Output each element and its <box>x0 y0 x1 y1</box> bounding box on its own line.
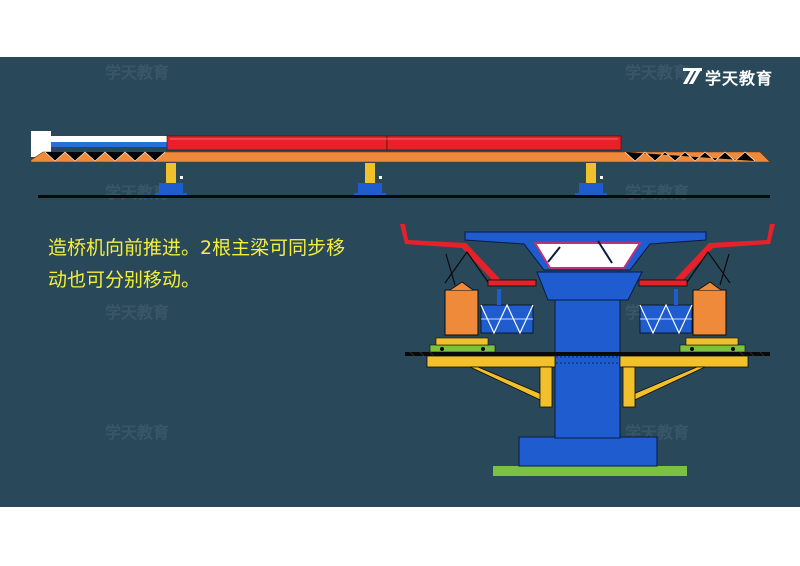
svg-text:学天教育: 学天教育 <box>625 63 689 82</box>
bottom-truss-left <box>480 303 534 335</box>
rail-line <box>405 352 770 356</box>
bracket-leg-left <box>469 366 552 406</box>
trolley-right <box>679 337 746 353</box>
launching-nose <box>51 136 168 142</box>
caption-line-1: 造桥机向前推进。2根主梁可同步移 <box>48 237 346 259</box>
side-view <box>30 131 771 198</box>
svg-text:学天教育: 学天教育 <box>105 423 169 442</box>
caption-line-2: 动也可分别移动。 <box>48 269 201 291</box>
watermark-text: 学天教育 <box>105 63 169 82</box>
pier-footing <box>518 436 658 467</box>
truss-girder <box>30 151 771 163</box>
svg-text:学天教育: 学天教育 <box>625 183 689 202</box>
deck-line <box>38 195 770 198</box>
main-beam-left <box>166 135 388 151</box>
pier-head <box>536 271 643 301</box>
caption: 造桥机向前推进。2根主梁可同步移 动也可分别移动。 <box>48 232 403 296</box>
trolley-left <box>429 337 496 353</box>
bracket-leg-right <box>623 366 706 406</box>
box-girder-cell <box>533 242 642 269</box>
bracket-beam-left <box>426 355 556 368</box>
bottom-truss-right <box>639 303 693 335</box>
nose-cap <box>31 131 51 157</box>
logo-icon <box>683 68 702 84</box>
svg-text:学天教育: 学天教育 <box>105 303 169 322</box>
logo-text: 学天教育 <box>705 69 774 88</box>
support-3 <box>575 163 607 197</box>
beam-section-left <box>487 279 537 287</box>
girder-box-right <box>692 289 727 336</box>
girder-box-left <box>444 289 479 336</box>
brand-logo: 学天教育 <box>705 66 773 88</box>
support-2 <box>354 163 386 197</box>
outer-form-left <box>400 224 500 283</box>
ground <box>493 466 687 476</box>
main-beam-right <box>386 135 622 151</box>
outer-form-right <box>675 224 775 283</box>
beam-section-right <box>638 279 688 287</box>
cross-section <box>400 224 775 476</box>
support-1 <box>155 163 187 197</box>
bracket-beam-right <box>619 355 749 368</box>
truss-lacing <box>44 151 756 162</box>
